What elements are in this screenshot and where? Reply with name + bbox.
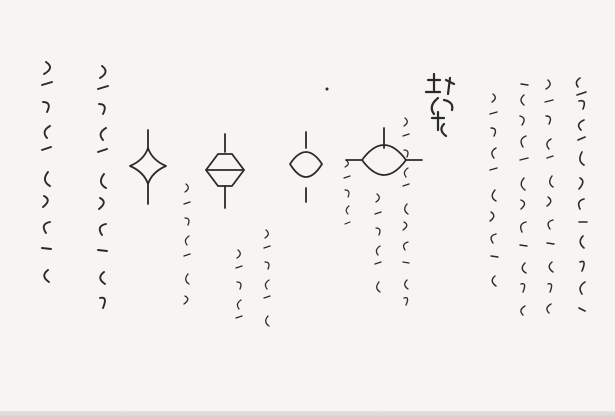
pointed-bead-diagram [129, 129, 167, 205]
ink-dot [325, 87, 329, 91]
handwriting-column [374, 193, 382, 293]
handwriting-column [97, 65, 109, 309]
page-bottom-edge [0, 411, 615, 417]
handwriting-column [489, 93, 499, 287]
rounded-bead-diagram [289, 131, 323, 203]
handwriting-column [544, 79, 555, 314]
handwriting-column [402, 117, 410, 306]
ridged-bead-diagram [205, 133, 245, 209]
handwriting-column [575, 77, 588, 312]
handwriting-column [183, 183, 191, 305]
handwriting-column [235, 249, 243, 319]
lens-bead-diagram [345, 127, 423, 176]
handwriting-column [424, 72, 456, 138]
handwriting-column [263, 229, 271, 327]
handwriting-column [519, 83, 529, 316]
handwriting-column [41, 61, 53, 283]
handwriting-column [343, 159, 351, 225]
